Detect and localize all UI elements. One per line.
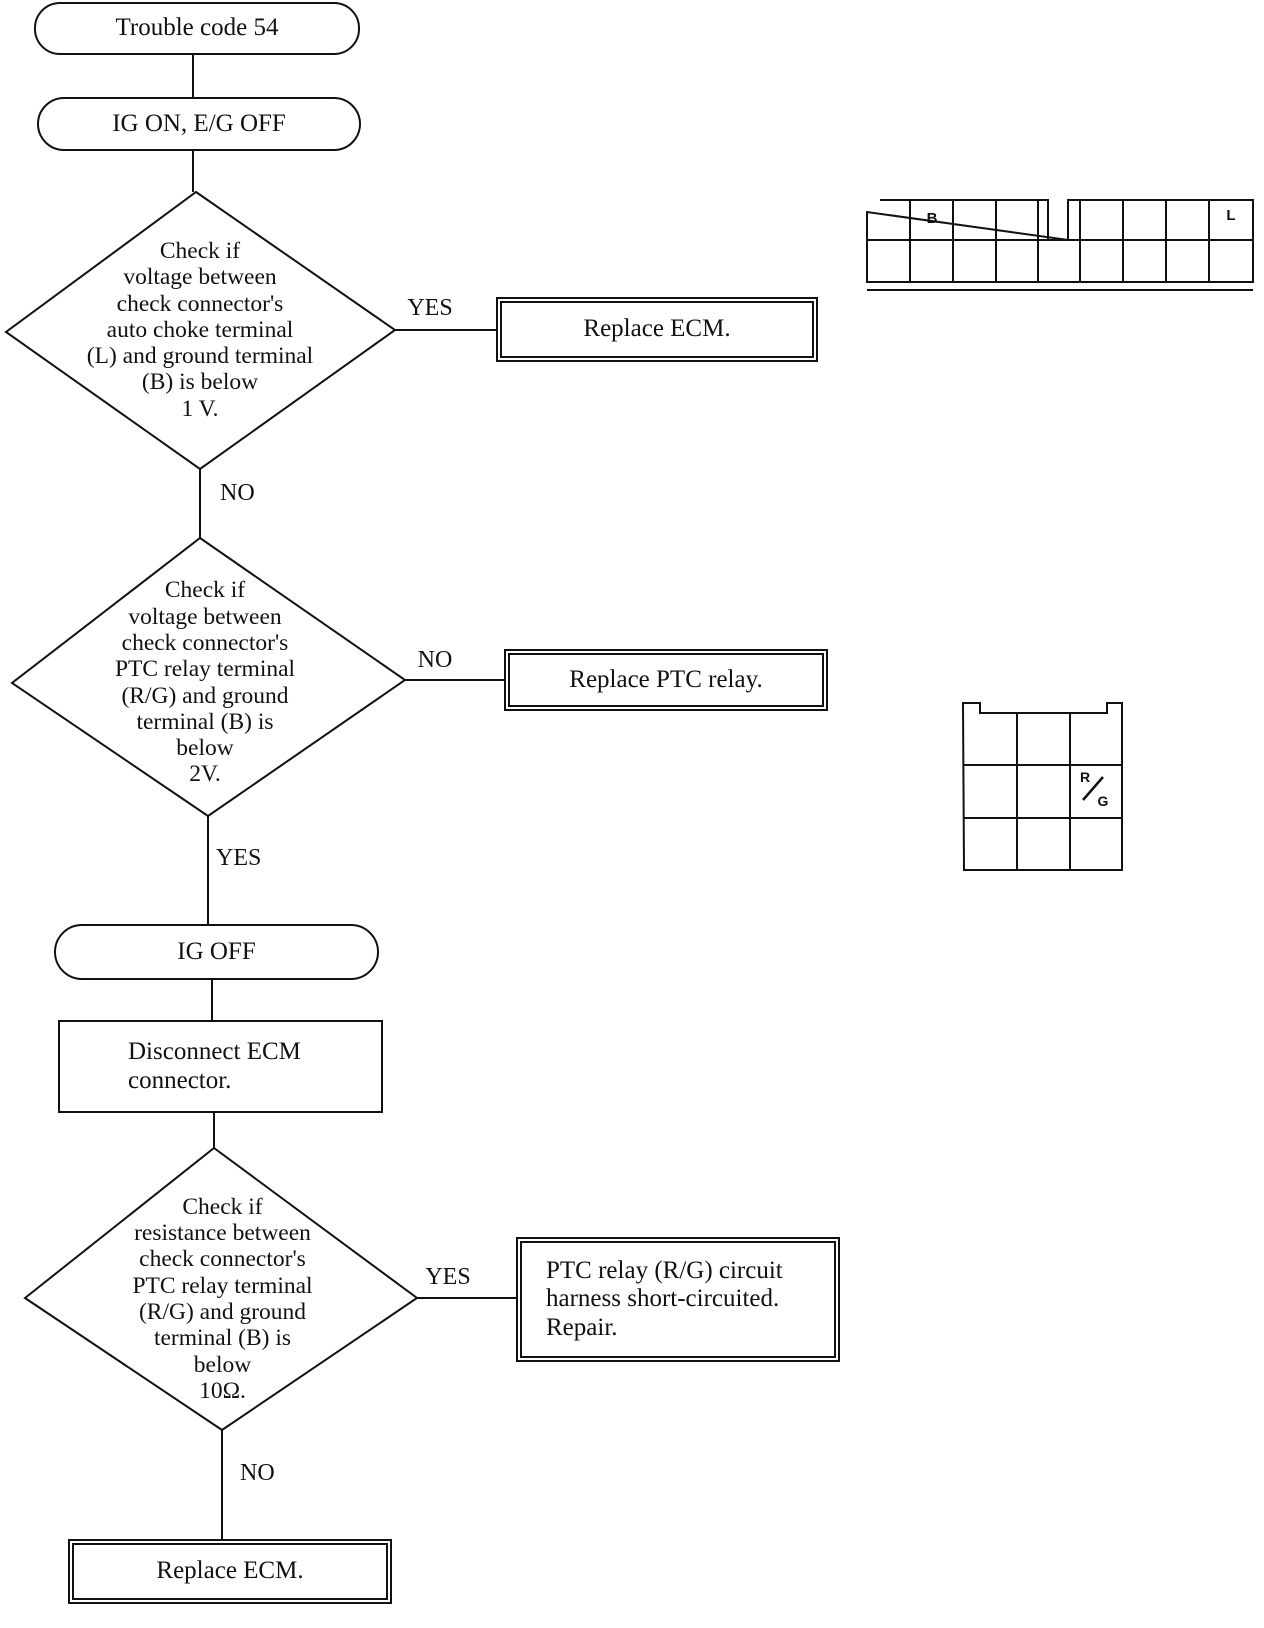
check-connector-pin-b: B	[926, 210, 938, 227]
replace-ptc-box-outer	[504, 649, 828, 711]
decision-3-no-label: NO	[240, 1460, 275, 1486]
harness-box-inner	[520, 1241, 836, 1358]
ig-off-terminal	[54, 924, 379, 980]
decision-3-diamond	[23, 1146, 419, 1432]
decision-2-yes-label: YES	[216, 845, 262, 871]
harness-box-outer	[516, 1237, 840, 1362]
decision-3-yes-label: YES	[425, 1264, 471, 1290]
disconnect-box-text: Disconnect ECM connector.	[128, 1038, 301, 1094]
decision-1-diamond	[4, 190, 397, 471]
replace-ecm-1-text: Replace ECM.	[583, 315, 731, 343]
decision-2-diamond	[10, 536, 407, 818]
replace-ecm-1-box-inner	[500, 301, 814, 358]
decision-2-text: Check if voltage between check connector…	[114, 577, 296, 788]
check-connector-diagram	[866, 199, 1254, 291]
decision-2-no-label: NO	[417, 647, 453, 673]
ig-on-terminal	[37, 97, 361, 151]
check-connector-pin-l: L	[1226, 207, 1236, 224]
decision-1-no-label: NO	[220, 480, 255, 506]
replace-ecm-1-box-outer	[496, 297, 818, 362]
ig-off-terminal-text: IG OFF	[177, 937, 256, 965]
decision-1-yes-label: YES	[407, 295, 453, 321]
decision-1-text: Check if voltage between check connector…	[86, 237, 314, 422]
replace-ptc-box-inner	[508, 653, 824, 707]
start-terminal-text: Trouble code 54	[115, 14, 279, 42]
ptc-connector-pin-g: G	[1097, 793, 1109, 809]
replace-ptc-text: Replace PTC relay.	[569, 665, 763, 693]
ptc-connector-pin-r: R	[1079, 769, 1091, 785]
replace-ecm-2-box-outer	[68, 1539, 392, 1604]
replace-ecm-2-text: Replace ECM.	[156, 1557, 304, 1585]
decision-3-text: Check if resistance between check connec…	[132, 1193, 313, 1404]
ig-on-terminal-text: IG ON, E/G OFF	[112, 109, 286, 137]
harness-result-text: PTC relay (R/G) circuit harness short-ci…	[546, 1257, 783, 1341]
ptc-connector-diagram	[961, 702, 1123, 871]
disconnect-box	[58, 1020, 383, 1113]
replace-ecm-2-box-inner	[72, 1543, 388, 1600]
start-terminal	[34, 2, 360, 55]
